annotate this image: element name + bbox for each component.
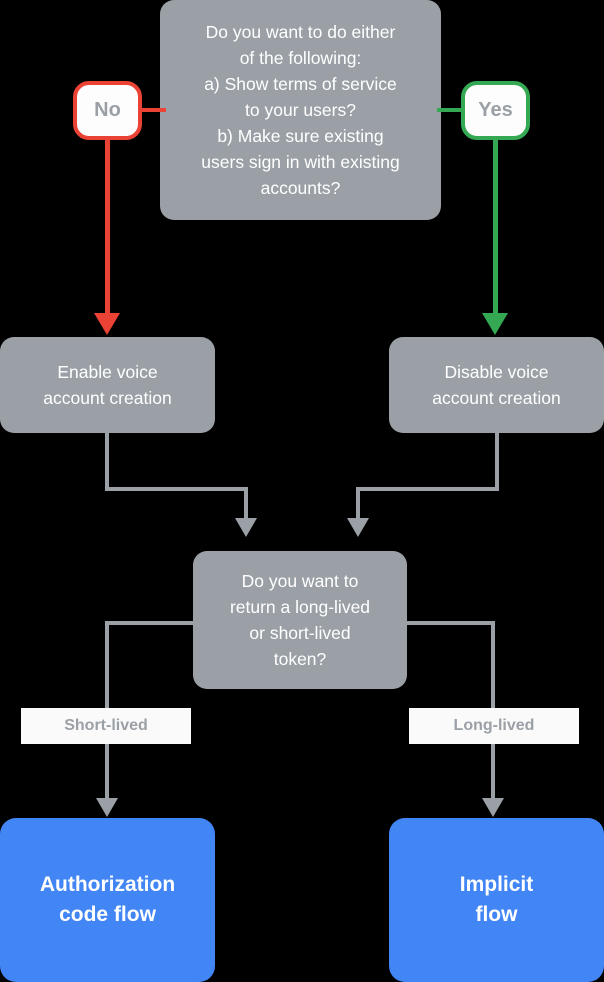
decision-node-top-question-text: Do you want to do either of the followin… [201,22,400,198]
decision-node-token-question: Do you want to return a long-lived or sh… [193,551,407,689]
connector-yes-down [493,136,498,316]
arrowhead-enable-to-token [235,518,257,537]
connector-enable-into-token [244,487,248,520]
connector-disable-down [495,433,499,491]
decision-option-no[interactable]: No [73,81,142,140]
outcome-node-authorization-code-flow: Authorization code flow [0,818,215,982]
outcome-node-authorization-code-flow-text: Authorization code flow [39,873,176,926]
connector-enable-right [105,487,248,491]
connector-disable-into-token [356,487,360,520]
edge-label-short-lived: Short-lived [21,708,191,744]
connector-token-left [105,621,197,625]
connector-no-to-question [140,108,166,112]
arrowhead-to-implicit-flow [482,798,504,817]
process-node-disable-voice-text: Disable voice account creation [432,362,561,408]
edge-label-short-lived-text: Short-lived [64,717,148,734]
connector-no-down [105,136,110,316]
process-node-disable-voice: Disable voice account creation [389,337,604,433]
connector-enable-down [105,433,109,491]
decision-option-yes-label: Yes [478,99,513,121]
outcome-node-implicit-flow: Implicit flow [389,818,604,982]
decision-option-no-label: No [94,99,121,121]
arrowhead-yes-to-disable [482,313,508,335]
arrowhead-to-auth-code-flow [96,798,118,817]
arrowhead-no-to-enable [94,313,120,335]
edge-label-long-lived: Long-lived [409,708,579,744]
process-node-enable-voice: Enable voice account creation [0,337,215,433]
edge-label-long-lived-text: Long-lived [453,717,535,734]
decision-node-top-question: Do you want to do either of the followin… [160,0,441,220]
arrowhead-disable-to-token [347,518,369,537]
decision-option-yes[interactable]: Yes [461,81,530,140]
connector-disable-left [356,487,499,491]
connector-question-to-yes [437,108,463,112]
process-node-enable-voice-text: Enable voice account creation [43,362,172,408]
decision-node-token-question-text: Do you want to return a long-lived or sh… [229,571,371,669]
connector-token-right [403,621,495,625]
outcome-node-implicit-flow-text: Implicit flow [459,873,534,926]
